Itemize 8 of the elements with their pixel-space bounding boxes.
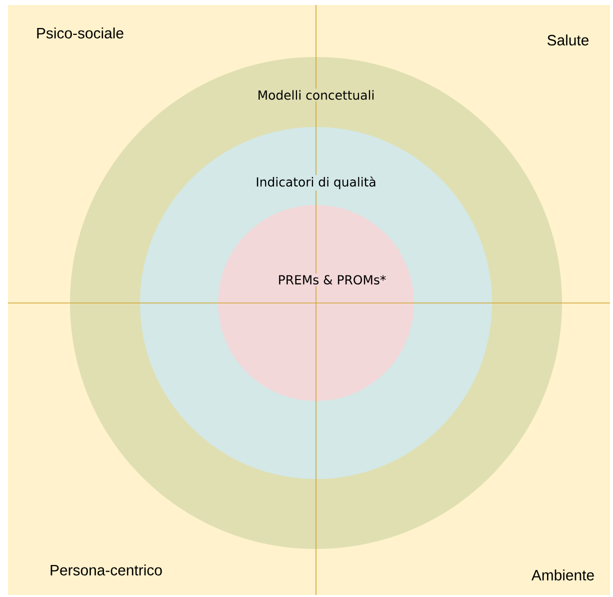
- ring-circle: [218, 204, 414, 401]
- quadrant-label: Salute: [548, 34, 589, 46]
- quadrant-label: Psico-sociale: [37, 28, 124, 38]
- ring-label: PREMs & PROMs*: [276, 274, 388, 286]
- quadrant-label: Ambiente: [531, 570, 594, 580]
- ring-label: Indicatori di qualità: [254, 175, 378, 191]
- quadrant-label: Persona-centrico: [50, 564, 162, 576]
- ring-label: Modelli concettuali: [256, 88, 376, 102]
